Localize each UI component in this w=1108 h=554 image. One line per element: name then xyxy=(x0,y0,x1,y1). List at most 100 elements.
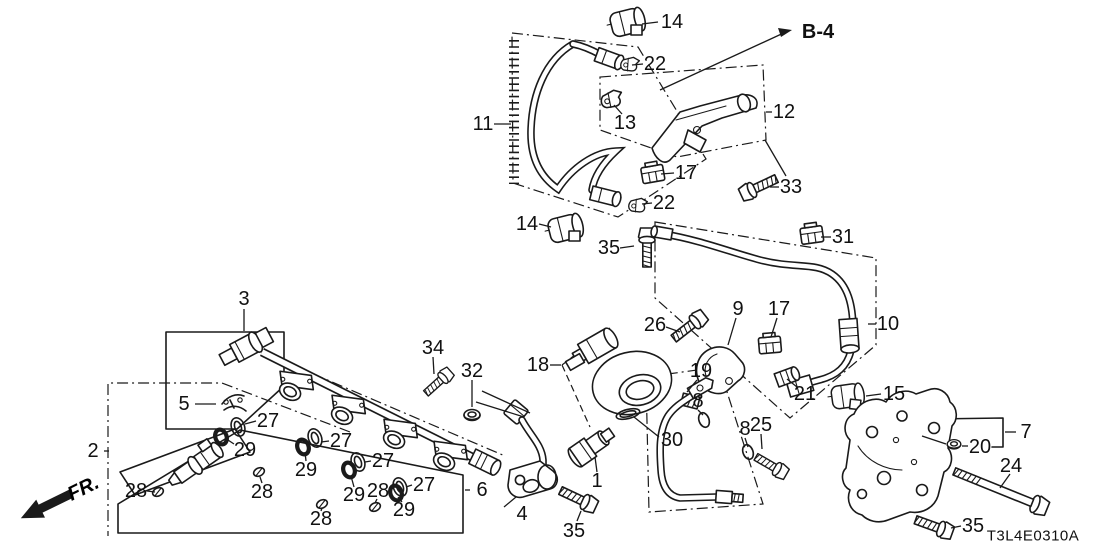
diagram-code: T3L4E0310A xyxy=(987,528,1080,545)
part-3-fuel-rail xyxy=(218,326,502,479)
callout-31: 31 xyxy=(832,226,854,248)
leader-line xyxy=(950,525,962,529)
part-2-injector xyxy=(167,438,224,486)
leader-line xyxy=(770,317,778,338)
callout-7: 7 xyxy=(1020,421,1031,443)
callout-34: 34 xyxy=(422,337,444,359)
callout-35: 35 xyxy=(598,237,620,259)
leader-line xyxy=(613,104,623,115)
part-32-nut xyxy=(463,408,481,422)
callout-26: 26 xyxy=(644,314,666,336)
leader-line xyxy=(475,401,525,418)
callout-28: 28 xyxy=(367,480,389,502)
callout-21: 21 xyxy=(794,383,816,405)
callout-1: 1 xyxy=(591,470,602,492)
part-35-bolt-right xyxy=(911,510,956,542)
b4-arrowhead-icon xyxy=(778,28,792,37)
leader-line xyxy=(665,326,681,333)
leader-line xyxy=(320,507,323,512)
part-34-bolt xyxy=(420,365,457,400)
callout-2: 2 xyxy=(87,440,98,462)
ref-label-b4: B-4 xyxy=(802,21,835,43)
part-4-harness xyxy=(503,399,559,499)
callout-35: 35 xyxy=(563,520,585,542)
callout-3: 3 xyxy=(238,288,249,310)
part-30-o-ring xyxy=(615,407,641,421)
callout-12: 12 xyxy=(773,101,795,123)
callout-28: 28 xyxy=(125,480,147,502)
part-8-o-ring-bottom xyxy=(741,443,755,461)
leader-line xyxy=(744,437,749,448)
callout-28: 28 xyxy=(310,508,332,530)
leader-line xyxy=(538,223,552,228)
leader-line xyxy=(999,473,1011,489)
part-25-bolt xyxy=(751,449,791,482)
callout-20: 20 xyxy=(969,436,991,458)
leader-line xyxy=(764,139,787,177)
callout-29: 29 xyxy=(343,484,365,506)
box-pipe-10 xyxy=(654,221,877,419)
box-pipe-19 xyxy=(645,366,764,513)
leader-line xyxy=(659,30,789,91)
leader-line xyxy=(760,433,763,450)
leader-line xyxy=(576,510,582,522)
leader-line xyxy=(633,416,660,438)
callout-25: 25 xyxy=(750,414,772,436)
callout-24: 24 xyxy=(1000,455,1022,477)
leader-line xyxy=(686,379,698,393)
part-12-bracket xyxy=(651,93,758,163)
part-13-clamp xyxy=(598,87,626,111)
callout-27: 27 xyxy=(413,474,435,496)
callout-29: 29 xyxy=(234,439,256,461)
part-7-bracket-plate xyxy=(841,387,958,523)
callout-18: 18 xyxy=(527,354,549,376)
callout-13: 13 xyxy=(614,112,636,134)
leader-line xyxy=(146,490,156,493)
fr-label: FR. xyxy=(64,472,103,506)
leader-line xyxy=(244,420,257,425)
callout-17: 17 xyxy=(675,162,697,184)
part-14-valve-top xyxy=(603,5,650,44)
box-seal-kit-6 xyxy=(117,429,464,534)
part-22-clamp-bottom xyxy=(628,197,649,213)
part-10-fuel-pipe xyxy=(650,225,860,398)
part-31-clip xyxy=(798,220,825,246)
leader-line xyxy=(224,437,235,445)
fr-direction-arrow-icon xyxy=(20,489,74,519)
callout-8: 8 xyxy=(692,390,703,412)
part-5-clip xyxy=(221,394,247,412)
callout-6: 6 xyxy=(476,479,487,501)
part-17-clip-mid xyxy=(757,331,783,355)
callout-27: 27 xyxy=(330,430,352,452)
leader-line xyxy=(594,456,598,473)
leader-line xyxy=(350,475,355,488)
box-injector-28 xyxy=(119,428,251,496)
part-19-feed-pipe xyxy=(656,377,755,505)
part-11-fuel-hose xyxy=(509,40,627,208)
leader-line xyxy=(503,496,517,508)
callout-11: 11 xyxy=(473,113,494,135)
callout-14: 14 xyxy=(516,213,538,235)
group-boxes xyxy=(107,32,1004,536)
callout-5: 5 xyxy=(178,393,189,415)
leader-line xyxy=(481,390,531,414)
leader-line xyxy=(727,317,737,346)
leader-line xyxy=(660,172,675,175)
callout-10: 10 xyxy=(877,313,899,335)
callout-28: 28 xyxy=(251,481,273,503)
callout-35: 35 xyxy=(962,515,984,537)
leader-line xyxy=(374,498,378,504)
callout-4: 4 xyxy=(516,503,527,525)
callout-22: 22 xyxy=(644,53,666,75)
leader-line xyxy=(865,393,882,397)
leader-line xyxy=(304,451,307,462)
part-28-washer-2 xyxy=(251,465,267,479)
leader-line xyxy=(259,476,263,484)
part-8-o-ring-top xyxy=(697,411,711,429)
callout-9: 9 xyxy=(732,298,743,320)
parts-artwork xyxy=(150,5,1052,542)
leader-line xyxy=(397,496,403,503)
leader-line xyxy=(641,21,659,25)
